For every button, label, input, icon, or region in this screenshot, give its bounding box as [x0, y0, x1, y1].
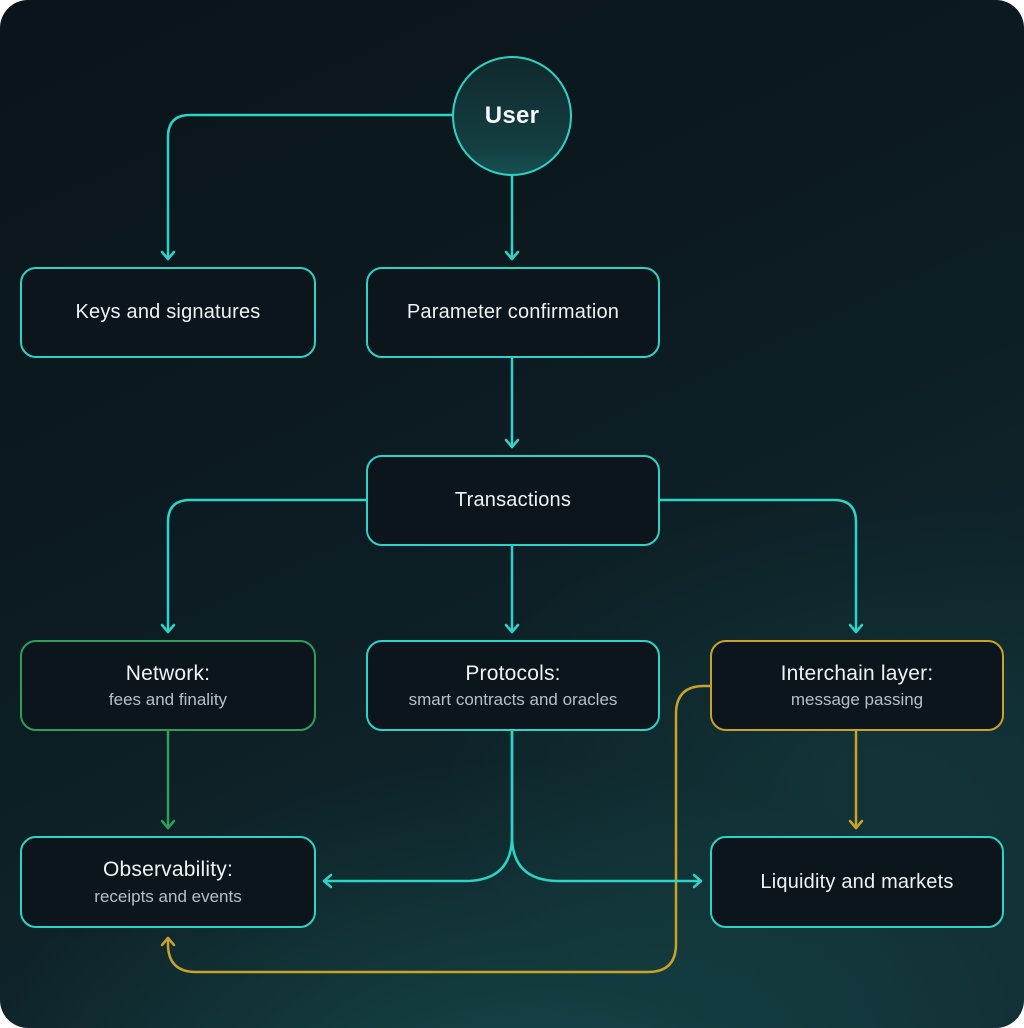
- node-observability-subtitle: receipts and events: [94, 886, 242, 906]
- node-protocols: Protocols: smart contracts and oracles: [366, 640, 660, 731]
- node-interchain-title: Interchain layer:: [780, 661, 934, 685]
- node-liquidity: Liquidity and markets: [710, 836, 1004, 928]
- node-observability: Observability: receipts and events: [20, 836, 316, 928]
- edge-protocols-to-observability: [322, 729, 514, 889]
- node-parameter: Parameter confirmation: [366, 267, 660, 358]
- edge-transactions-to-network: [160, 498, 368, 634]
- node-user-label: User: [484, 102, 540, 129]
- node-keys: Keys and signatures: [20, 267, 316, 358]
- node-protocols-title: Protocols:: [465, 661, 561, 685]
- edge-interchain-to-observability: [160, 684, 712, 974]
- node-transactions-label: Transactions: [454, 489, 572, 511]
- node-transactions: Transactions: [366, 455, 660, 546]
- node-network: Network: fees and finality: [20, 640, 316, 731]
- node-protocols-subtitle: smart contracts and oracles: [408, 690, 618, 710]
- node-observability-title: Observability:: [102, 858, 233, 882]
- node-interchain-subtitle: message passing: [790, 690, 924, 710]
- edge-protocols-to-liquidity: [510, 729, 703, 889]
- edge-transactions-to-interchain: [658, 498, 864, 634]
- node-keys-label: Keys and signatures: [75, 301, 261, 323]
- node-network-title: Network:: [125, 661, 211, 685]
- node-liquidity-label: Liquidity and markets: [760, 870, 954, 893]
- node-network-subtitle: fees and finality: [108, 690, 228, 710]
- node-parameter-label: Parameter confirmation: [406, 301, 620, 323]
- node-user: User: [452, 56, 572, 176]
- edge-user-to-keys: [160, 113, 454, 261]
- node-interchain: Interchain layer: message passing: [710, 640, 1004, 731]
